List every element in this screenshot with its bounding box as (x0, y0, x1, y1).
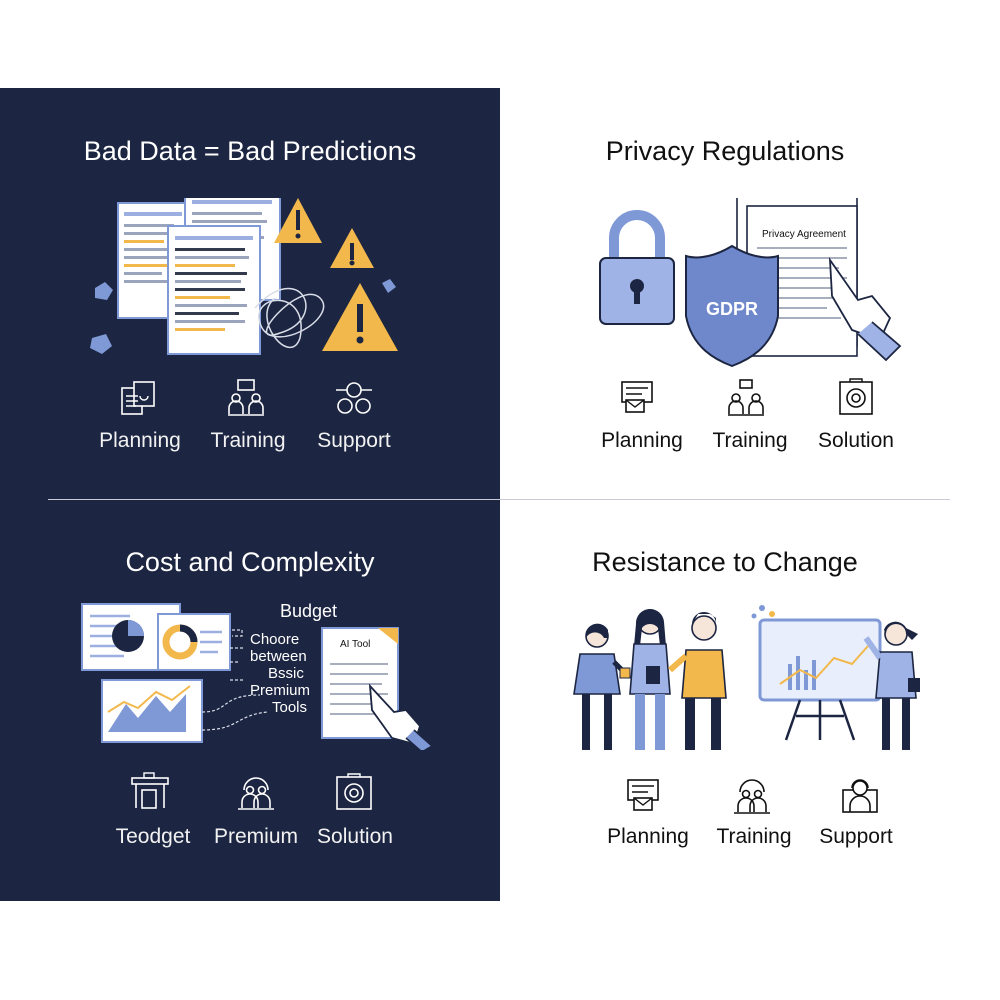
person-icon (863, 621, 920, 750)
icon-label-solution: Solution (818, 429, 894, 452)
panel-privacy: Privacy Regulations Privacy Agreement GD… (500, 88, 950, 500)
support-icon (336, 382, 372, 414)
support-icon (842, 779, 878, 813)
planning-icon (121, 381, 155, 415)
line-chart-icon (101, 679, 203, 743)
panel-title: Resistance to Change (592, 547, 858, 577)
shield-icon (685, 244, 779, 368)
training-icon (228, 379, 264, 416)
icon-label-training: Training (712, 429, 788, 452)
icon-label-support: Support (819, 825, 893, 848)
icon-label-training: Training (716, 825, 792, 848)
panel-bad-data: Bad Data = Bad Predictions (0, 88, 500, 500)
side-text-budget: Budget (280, 601, 338, 621)
pointing-hand-icon (828, 256, 902, 362)
planning-icon (621, 381, 653, 413)
team-illustration (573, 605, 920, 750)
panel-title: Bad Data = Bad Predictions (83, 136, 417, 166)
icon-label-planning: Planning (601, 429, 683, 452)
presentation-board-icon (751, 605, 882, 741)
training-icon (728, 379, 764, 416)
puzzle-piece-icon (95, 282, 113, 300)
icon-label-planning: Planning (99, 429, 181, 452)
side-text-line: Bssic (268, 665, 304, 682)
document-title: Privacy Agreement (762, 229, 846, 240)
side-text-block: Choore between Bssic Premium Tools (250, 631, 310, 716)
training-icon (734, 779, 770, 814)
panel-title: Privacy Regulations (605, 136, 845, 166)
icon-label-solution: Solution (317, 825, 393, 848)
document-title: AI Tool (340, 639, 371, 650)
person-icon (629, 608, 671, 750)
tangled-lines (254, 287, 325, 348)
side-text-line: Tools (272, 699, 308, 716)
side-text-line: Premium (250, 682, 311, 699)
side-text-line: Choore (250, 631, 300, 648)
icon-label-training: Training (210, 429, 286, 452)
pointing-hand-icon (368, 683, 434, 750)
warning-icon (330, 228, 374, 268)
puzzle-piece-icon (90, 334, 112, 354)
budget-icon (131, 772, 169, 809)
privacy-illustration (599, 198, 902, 368)
shield-text: GDPR (705, 299, 758, 319)
panel-title: Cost and Complexity (125, 547, 375, 577)
person-icon (668, 612, 727, 750)
icon-label-budget: Teodget (115, 825, 191, 848)
icon-label-premium: Premium (213, 825, 298, 848)
solution-icon (839, 378, 873, 415)
warning-icon (322, 283, 398, 351)
solution-icon (336, 773, 372, 810)
section-divider (48, 499, 950, 500)
icon-label-support: Support (317, 429, 391, 452)
puzzle-piece-icon (382, 279, 396, 293)
side-text-line: between (250, 648, 307, 665)
panel-cost: Cost and Complexity (0, 500, 500, 901)
bad-data-illustration (90, 198, 398, 355)
document-icon (167, 225, 261, 355)
pie-chart-icon (157, 613, 231, 671)
warning-icon (274, 198, 322, 243)
panel-resistance: Resistance to Change (500, 500, 950, 901)
icon-label-planning: Planning (607, 825, 689, 848)
planning-icon (627, 779, 659, 811)
cost-illustration (81, 603, 434, 750)
lock-icon (599, 210, 675, 325)
premium-icon (238, 777, 274, 810)
person-icon (573, 623, 631, 750)
